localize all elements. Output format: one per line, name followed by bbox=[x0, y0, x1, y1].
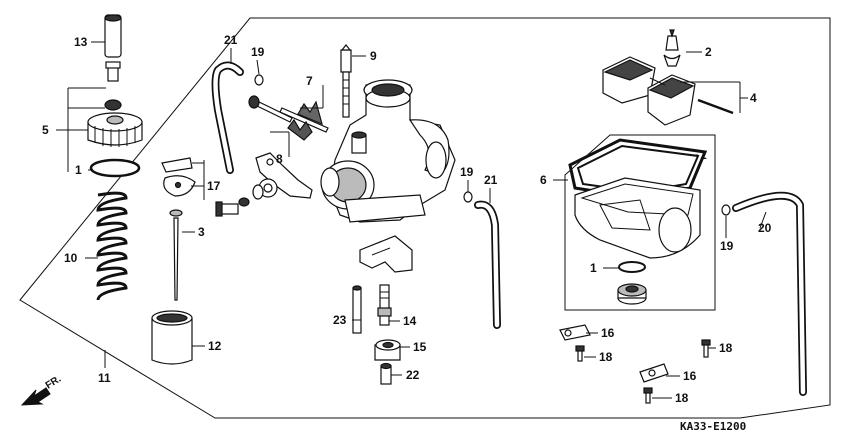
throttle-arm bbox=[255, 152, 313, 199]
callout-4: 4 bbox=[750, 91, 757, 105]
float-chamber-group-box bbox=[564, 134, 716, 311]
callout-16-upper: 16 bbox=[601, 326, 615, 340]
drawing-code: KA33-E1200 bbox=[680, 420, 746, 433]
carburetor-top-cap-part-5 bbox=[87, 112, 143, 147]
cable-adjuster-part-13 bbox=[104, 14, 122, 58]
screw-18b bbox=[643, 387, 653, 404]
needle-clip-plate-part-17 bbox=[161, 157, 196, 197]
screw-18a bbox=[575, 345, 585, 362]
float-bracket bbox=[359, 235, 413, 273]
callout-6: 6 bbox=[540, 173, 547, 187]
callout-1-lower: 1 bbox=[590, 261, 597, 275]
throttle-spring-part-10 bbox=[96, 191, 128, 301]
throttle-stop-screw-part-8 bbox=[248, 95, 313, 141]
assembly-boundary bbox=[19, 17, 831, 419]
callout-5: 5 bbox=[42, 123, 49, 137]
callout-15: 15 bbox=[413, 340, 427, 354]
jet-needle-part-3 bbox=[169, 209, 183, 301]
callout-22: 22 bbox=[406, 368, 420, 382]
callout-21-middle: 21 bbox=[484, 173, 498, 187]
callout-19-left: 19 bbox=[251, 45, 265, 59]
callout-21-left: 21 bbox=[224, 33, 238, 47]
o-ring-top bbox=[89, 158, 141, 178]
callout-20: 20 bbox=[758, 221, 772, 235]
drain-plug-o-ring bbox=[618, 261, 646, 273]
callout-18-lower: 18 bbox=[675, 391, 689, 405]
callout-19-middle: 19 bbox=[460, 165, 474, 179]
callout-11: 11 bbox=[98, 371, 111, 385]
float-chamber-bowl bbox=[574, 177, 701, 259]
callout-16-lower: 16 bbox=[683, 369, 697, 383]
hose-clip-19c bbox=[721, 204, 731, 216]
hose-clamp-16b bbox=[639, 363, 669, 383]
adjuster-bolt bbox=[105, 61, 121, 82]
callout-23: 23 bbox=[333, 313, 347, 327]
needle-jet-part-23 bbox=[352, 285, 362, 334]
callout-2: 2 bbox=[705, 45, 712, 59]
front-direction-arrow-icon bbox=[20, 387, 51, 406]
hose-clip-19b bbox=[463, 191, 473, 203]
leader-lines bbox=[56, 41, 767, 399]
choke-plunger-part-9 bbox=[340, 44, 352, 118]
jet-holder-part-14 bbox=[377, 284, 392, 326]
hose-clamp-16a bbox=[559, 324, 591, 341]
hose-clip-19a bbox=[254, 74, 264, 86]
callout-7: 7 bbox=[306, 74, 313, 88]
screw-18c bbox=[701, 339, 711, 358]
callout-13: 13 bbox=[74, 35, 88, 49]
callout-19-right: 19 bbox=[720, 239, 734, 253]
main-jet-part-15 bbox=[374, 339, 401, 361]
float-valve-part-2 bbox=[663, 29, 681, 67]
callout-1-gasket: 1 bbox=[700, 148, 707, 162]
drain-plug bbox=[617, 283, 647, 305]
lock-nut bbox=[104, 99, 122, 111]
callout-18-upper: 18 bbox=[599, 350, 613, 364]
callout-1-top: 1 bbox=[75, 163, 82, 177]
callout-8: 8 bbox=[276, 152, 283, 166]
carburetor-body bbox=[320, 79, 456, 223]
pilot-jet-part-22 bbox=[380, 362, 392, 385]
callout-10: 10 bbox=[64, 251, 78, 265]
callout-12: 12 bbox=[208, 339, 222, 353]
callout-14: 14 bbox=[403, 314, 417, 328]
mounting-washers bbox=[215, 178, 278, 217]
throttle-valve-part-12 bbox=[151, 310, 193, 365]
callout-17: 17 bbox=[207, 179, 221, 193]
callout-18-right: 18 bbox=[719, 341, 733, 355]
callout-3: 3 bbox=[198, 225, 205, 239]
callout-9: 9 bbox=[370, 49, 377, 63]
float-part-4 bbox=[602, 56, 734, 126]
